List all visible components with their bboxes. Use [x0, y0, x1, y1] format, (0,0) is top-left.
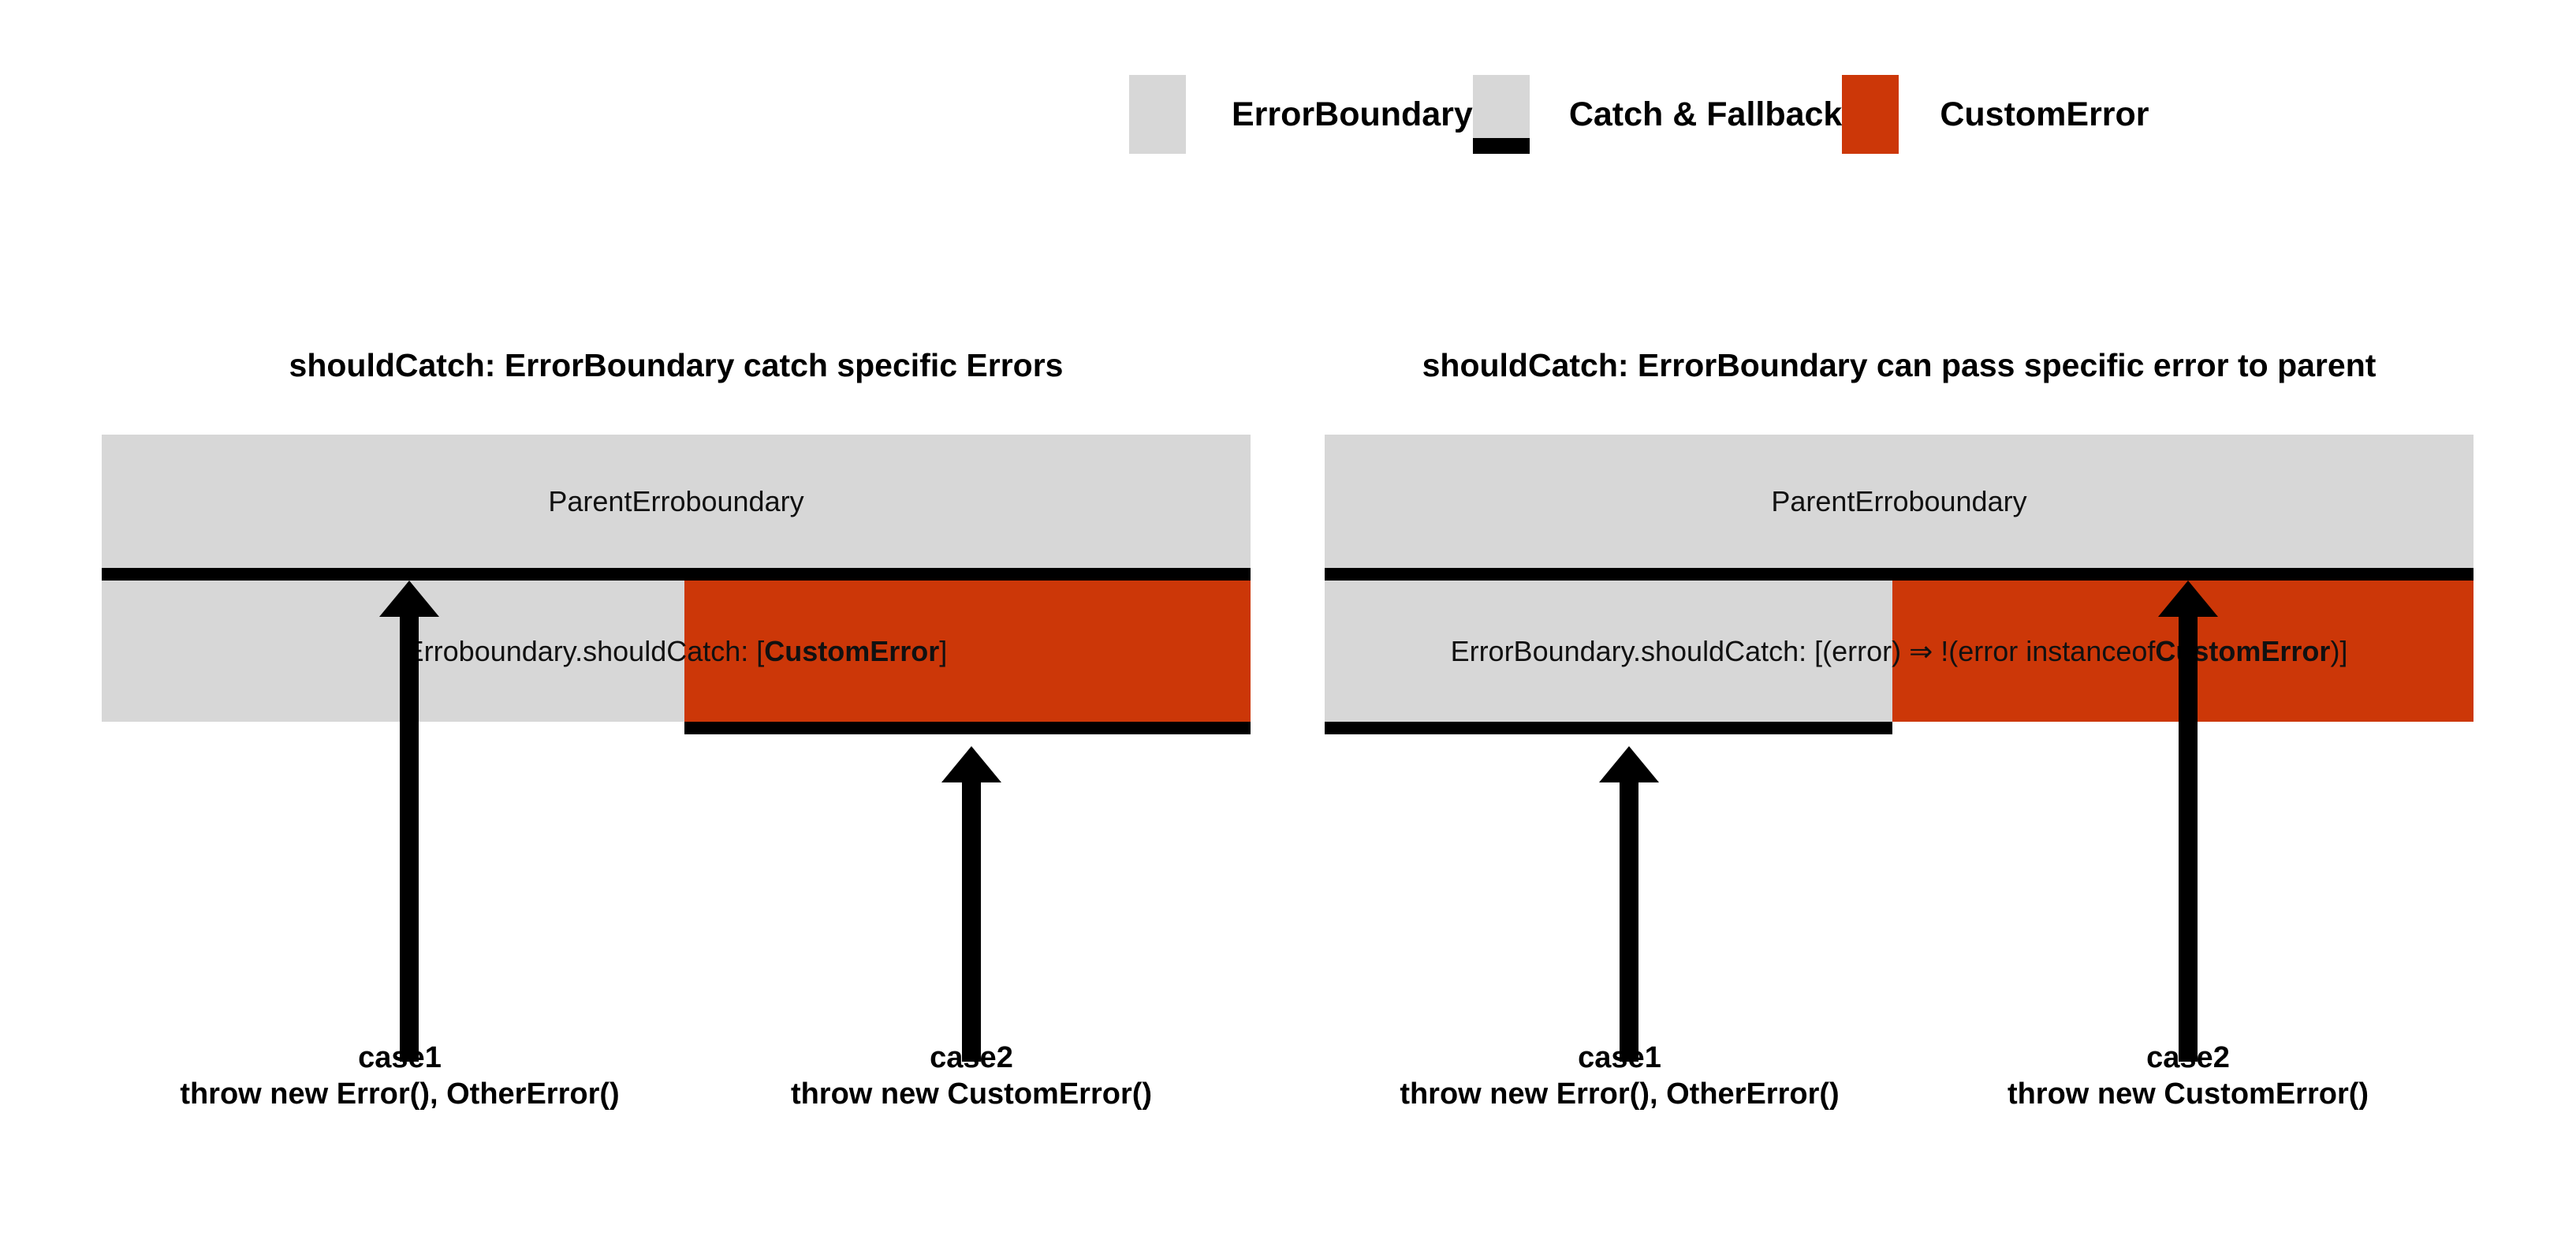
- panel-left-parent-catch-bar: [102, 568, 1251, 581]
- panel-right-caption-case2-line2: throw new CustomError(): [2007, 1077, 2369, 1111]
- panel-right-parent-boundary-label: ParentErroboundary: [1771, 484, 2027, 517]
- panel-left: shouldCatch: ErrorBoundary catch specifi…: [0, 0, 1340, 1236]
- panel-right-errorboundary-region: [1325, 581, 1892, 734]
- panel-left-arrow-case1: [400, 615, 419, 1062]
- panel-left-customerror-region: [684, 581, 1251, 734]
- panel-right-caption-case1: case1 throw new Error(), OtherError(): [1344, 1040, 1896, 1113]
- legend-label-errorboundary: ErrorBoundary: [1232, 95, 1473, 133]
- legend: ErrorBoundary Catch & Fallback CustomErr…: [1129, 75, 2149, 154]
- legend-item-catch-fallback: Catch & Fallback: [1472, 75, 1843, 154]
- gray-square-black-bar-swatch-icon: [1472, 75, 1530, 154]
- panel-left-parent-boundary-label: ParentErroboundary: [548, 484, 804, 517]
- panel-left-caption-case2-line1: case2: [930, 1041, 1013, 1074]
- panel-right-arrow-case1: [1620, 781, 1638, 1062]
- panel-left-parent-boundary-box: ParentErroboundary: [102, 435, 1251, 568]
- gray-square-swatch-icon: [1129, 75, 1186, 154]
- legend-item-errorboundary: ErrorBoundary: [1129, 75, 1473, 154]
- panel-left-child-row: [102, 581, 1251, 734]
- panel-left-caption-case1-line1: case1: [358, 1041, 442, 1074]
- panel-right-arrow-case2: [2179, 615, 2198, 1062]
- panel-right-caption-case1-line1: case1: [1578, 1041, 1661, 1074]
- legend-item-customerror: CustomError: [1842, 75, 2149, 154]
- panel-left-caption-case2: case2 throw new CustomError(): [695, 1040, 1247, 1113]
- panel-right-parent-boundary-box: ParentErroboundary: [1325, 435, 2473, 568]
- panel-right-parent-catch-bar: [1325, 568, 2473, 581]
- panel-right-caption-case2: case2 throw new CustomError(): [1912, 1040, 2464, 1113]
- panel-right-title: shouldCatch: ErrorBoundary can pass spec…: [1422, 347, 2377, 383]
- panel-left-caption-case1: case1 throw new Error(), OtherError(): [124, 1040, 676, 1113]
- panel-right-caption-case1-line2: throw new Error(), OtherError(): [1400, 1077, 1840, 1111]
- legend-label-customerror: CustomError: [1940, 95, 2149, 133]
- legend-label-catch-fallback: Catch & Fallback: [1568, 95, 1843, 133]
- orange-square-swatch-icon: [1842, 75, 1899, 154]
- panel-right: shouldCatch: ErrorBoundary can pass spec…: [1325, 0, 2576, 1236]
- panel-left-caption-case2-line2: throw new CustomError(): [790, 1077, 1153, 1111]
- panel-right-caption-case2-line1: case2: [2146, 1041, 2230, 1074]
- panel-left-title: shouldCatch: ErrorBoundary catch specifi…: [289, 347, 1064, 383]
- panel-right-child-row: [1325, 581, 2473, 734]
- panel-left-caption-case1-line2: throw new Error(), OtherError(): [180, 1077, 620, 1111]
- panel-left-arrow-case2: [962, 781, 981, 1062]
